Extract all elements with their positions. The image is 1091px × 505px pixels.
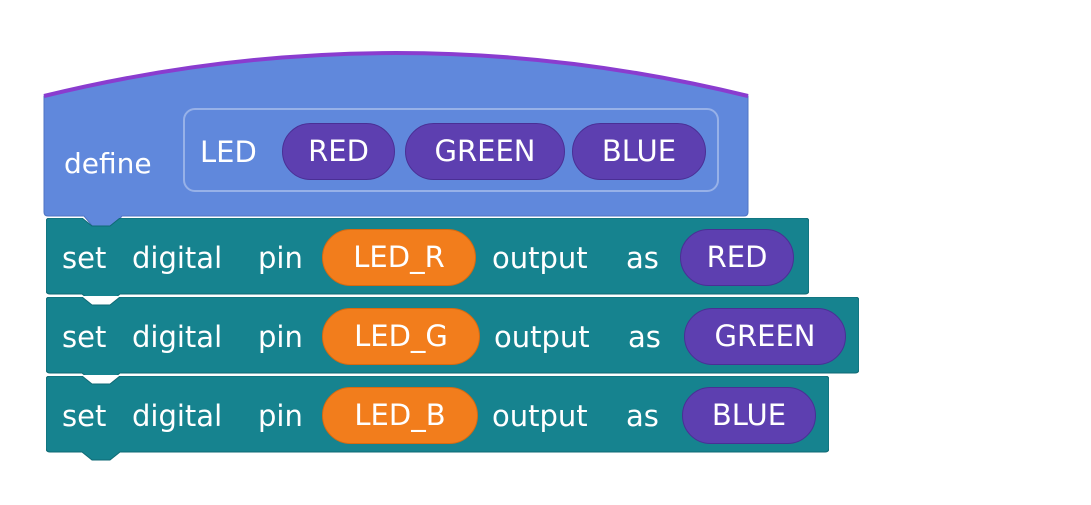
as-label: as: [628, 320, 661, 354]
procedure-name: LED: [200, 135, 257, 169]
digital-label: digital: [132, 241, 223, 275]
pin-reporter[interactable]: LED_R: [322, 229, 476, 286]
set-label: set: [62, 320, 107, 354]
param-green[interactable]: GREEN: [405, 123, 565, 180]
value-reporter[interactable]: GREEN: [684, 308, 846, 365]
as-label: as: [626, 399, 659, 433]
output-label: output: [492, 399, 588, 433]
output-label: output: [494, 320, 590, 354]
pin-label: pin: [258, 399, 303, 433]
param-red[interactable]: RED: [282, 123, 395, 180]
set-digital-pin-block[interactable]: set digital pin LED_G output as GREEN: [46, 297, 859, 375]
output-label: output: [492, 241, 588, 275]
set-digital-pin-block[interactable]: set digital pin LED_B output as BLUE: [46, 376, 829, 461]
pin-reporter[interactable]: LED_B: [322, 387, 478, 444]
pin-label: pin: [258, 320, 303, 354]
pin-label: pin: [258, 241, 303, 275]
procedure-prototype[interactable]: [183, 108, 719, 192]
param-blue[interactable]: BLUE: [572, 123, 706, 180]
pin-reporter[interactable]: LED_G: [322, 308, 480, 365]
define-block-shape: [43, 51, 749, 229]
define-keyword: define: [64, 147, 152, 180]
value-reporter[interactable]: RED: [680, 229, 794, 286]
set-digital-pin-block[interactable]: set digital pin LED_R output as RED: [46, 218, 809, 296]
define-hat-block[interactable]: define LED RED GREEN BLUE: [42, 40, 750, 230]
set-label: set: [62, 241, 107, 275]
value-reporter[interactable]: BLUE: [682, 387, 816, 444]
set-label: set: [62, 399, 107, 433]
digital-label: digital: [132, 320, 223, 354]
as-label: as: [626, 241, 659, 275]
digital-label: digital: [132, 399, 223, 433]
